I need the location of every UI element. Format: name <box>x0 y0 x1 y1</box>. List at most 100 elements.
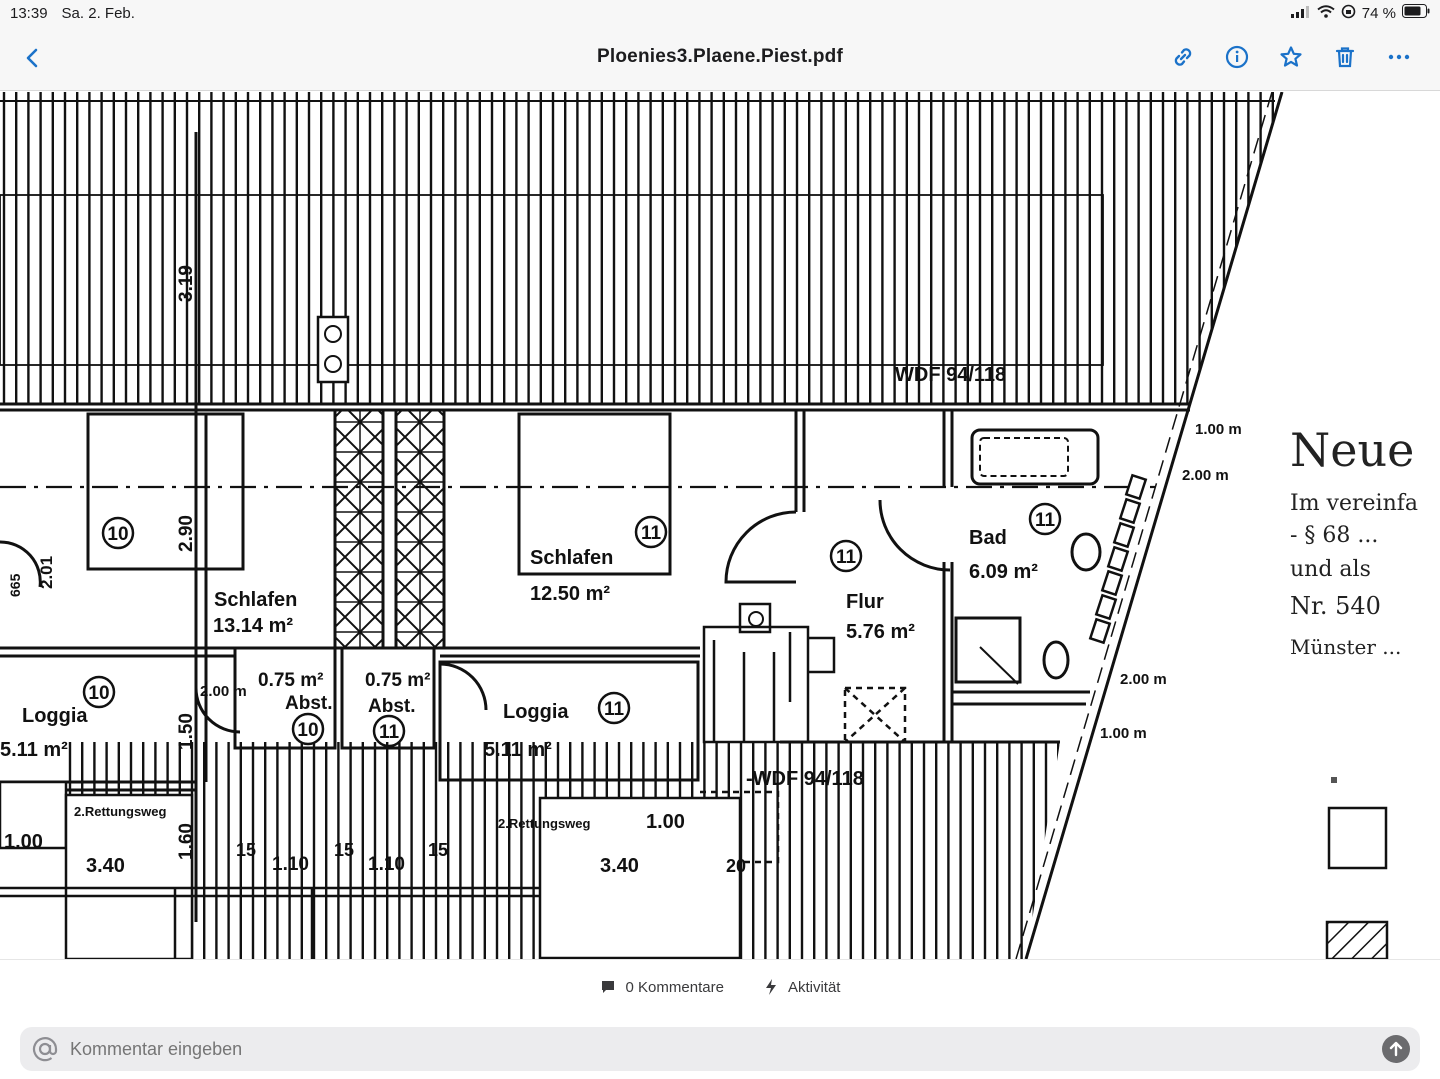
building-edge-diagonal <box>1024 92 1284 959</box>
radiator-segment <box>1088 617 1112 645</box>
dimension-label: 2.00 m <box>200 683 247 700</box>
radiator-segment <box>1106 545 1130 573</box>
room-number: 10 <box>297 720 318 741</box>
share-link-button[interactable] <box>1168 42 1198 72</box>
dimension-label: 20 <box>726 856 746 876</box>
margin-note: und als <box>1290 557 1371 582</box>
building-edge-dashed <box>1015 92 1273 959</box>
chimney <box>316 315 350 384</box>
dimension-label: 2.00 m <box>1182 467 1229 484</box>
interior-walls <box>0 132 1090 922</box>
link-icon <box>1174 48 1192 66</box>
room-number: 10 <box>88 683 109 704</box>
dimension-label: 15 <box>334 840 354 860</box>
dimension-label: 1.10 <box>368 854 405 875</box>
room-number-circle <box>291 712 325 746</box>
lock-rotation-icon <box>1341 4 1356 23</box>
wifi-icon <box>1317 4 1335 22</box>
room-area: 6.09 m² <box>969 561 1038 583</box>
dimension-label: 3.40 <box>86 855 125 877</box>
tab-comments[interactable]: 0 Kommentare <box>600 978 724 996</box>
radiator-segment <box>1124 473 1148 501</box>
escape-route-label: 2.Rettungsweg <box>498 816 591 831</box>
room-area: 5.11 m² <box>484 739 552 761</box>
room-number-circle <box>1028 502 1062 536</box>
room-number-circle <box>372 714 406 748</box>
dimension-label: 1.00 <box>4 831 43 853</box>
dimension-label: 2.90 <box>176 515 197 552</box>
dimension-label: 2.01 <box>37 556 56 589</box>
radiator-segment <box>1112 521 1136 549</box>
favorite-button[interactable] <box>1276 42 1306 72</box>
tab-activity[interactable]: Aktivität <box>764 978 841 996</box>
status-time: 13:39 <box>10 4 48 22</box>
room-number: 11 <box>641 523 662 544</box>
radiator <box>1088 473 1148 645</box>
delete-button[interactable] <box>1330 42 1360 72</box>
status-date: Sa. 2. Feb. <box>61 4 135 22</box>
dimension-label: 1.00 m <box>1100 725 1147 742</box>
sink <box>1070 532 1102 572</box>
room-number-circle <box>82 675 116 709</box>
room-name: Abst. <box>368 696 416 717</box>
dimension-label: 1.00 m <box>1195 421 1242 438</box>
margin-note: Neue <box>1290 423 1414 477</box>
dimension-label: 1.00 <box>646 811 685 833</box>
room-number: 11 <box>604 699 625 720</box>
room-name: Schlafen <box>530 547 613 569</box>
dimension-label: 665 <box>7 573 23 597</box>
ellipsis-icon <box>1388 54 1410 60</box>
tab-activity-label: Aktivität <box>787 978 841 996</box>
info-icon <box>1225 45 1249 69</box>
arrow-up-icon <box>1389 1041 1403 1057</box>
room-number: 10 <box>107 524 128 545</box>
dimension-label: 1.10 <box>272 854 309 875</box>
room-number-circle <box>634 515 668 549</box>
room-name: Abst. <box>285 693 333 714</box>
shower <box>954 616 1022 684</box>
room-name: Schlafen <box>214 589 297 611</box>
margin-note: - § 68 ... <box>1290 523 1378 548</box>
room-area: 13.14 m² <box>213 615 293 637</box>
dimension-label: 15 <box>428 840 448 860</box>
plan-symbol-box <box>1327 806 1388 870</box>
door-swings <box>0 499 951 734</box>
room-number-circle <box>597 691 631 725</box>
escape-route-label: 2.Rettungsweg <box>74 804 167 819</box>
room-name: Loggia <box>503 701 569 723</box>
dimension-label: 1.60 <box>176 823 197 860</box>
room-name: Loggia <box>22 705 88 727</box>
room-area: 0.75 m² <box>258 670 323 691</box>
comment-input[interactable] <box>60 1038 1382 1060</box>
dimension-label: 2.00 m <box>1120 671 1167 688</box>
comment-icon <box>601 981 614 993</box>
status-bar: 13:39 Sa. 2. Feb. 74 % <box>0 0 1440 26</box>
room-area: 5.76 m² <box>846 621 915 643</box>
room-number: 11 <box>836 547 857 568</box>
tab-comments-label: 0 Kommentare <box>625 978 724 996</box>
bathtub <box>970 428 1100 486</box>
radiator-segment <box>1118 497 1142 525</box>
star-icon <box>1280 46 1302 67</box>
room-number: 11 <box>379 722 400 743</box>
room-number-circle <box>101 516 135 550</box>
insulation-label: -WDF 94/118 <box>746 768 864 790</box>
send-button[interactable] <box>1382 1035 1410 1063</box>
signal-icon <box>1290 5 1311 22</box>
trash-icon <box>1335 47 1355 68</box>
details-button[interactable] <box>1222 42 1252 72</box>
toilet <box>1042 640 1070 680</box>
room-name: Flur <box>846 591 884 613</box>
bolt-icon <box>765 979 776 995</box>
back-button[interactable] <box>18 44 46 72</box>
margin-note: Nr. 540 <box>1290 592 1381 620</box>
margin-note: Münster ... <box>1290 635 1401 659</box>
radiator-segment <box>1100 569 1124 597</box>
more-button[interactable] <box>1384 42 1414 72</box>
room-area: 0.75 m² <box>365 670 430 691</box>
roof-hatching-top <box>2 92 1275 404</box>
dimension-label: 3.40 <box>600 855 639 877</box>
mention-button[interactable] <box>30 1034 60 1064</box>
